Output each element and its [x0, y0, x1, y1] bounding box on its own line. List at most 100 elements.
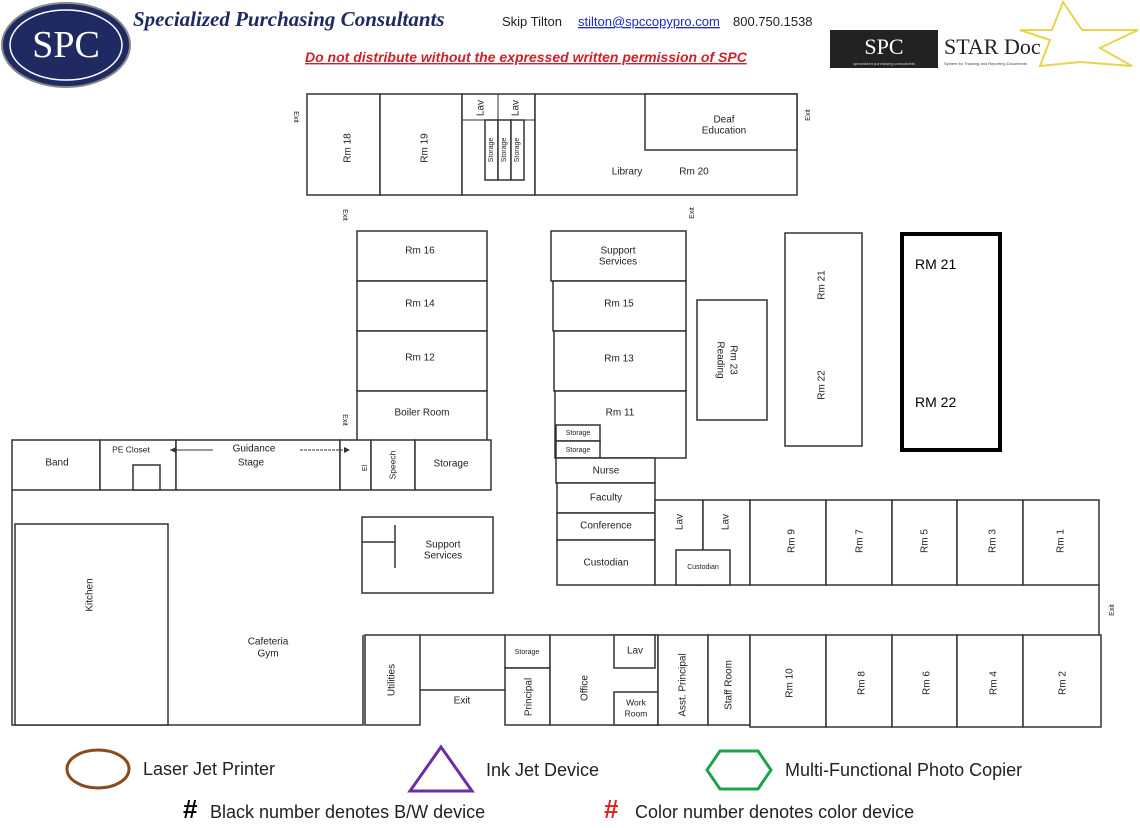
exit-label: Exit: [805, 109, 812, 121]
room-rm-11: Rm 11: [606, 408, 635, 419]
room-lav: Lav: [476, 100, 487, 116]
spc-logo: SPC: [1, 2, 131, 88]
annotation-rm-21: RM 21: [915, 256, 956, 272]
contact-name: Skip Tilton: [502, 14, 562, 29]
exit-label: Exit: [689, 207, 696, 219]
room-band: Band: [45, 458, 68, 469]
room-storage: Storage: [566, 447, 591, 454]
legend-bw: Black number denotes B/W device: [210, 802, 485, 822]
room-utilities: Utilities: [387, 664, 398, 696]
room-reading: Reading: [714, 341, 725, 378]
room-rm-12: Rm 12: [405, 353, 435, 364]
room-custodian-small: Custodian: [687, 564, 719, 571]
room-el: El: [362, 464, 369, 471]
room-storage: Storage: [501, 138, 508, 163]
cafeteria-wing: Kitchen Cafeteria Gym Support Services: [11, 490, 494, 726]
room-rm-15: Rm 15: [604, 299, 634, 310]
room-support-services-line2: Services: [424, 551, 462, 562]
black-hash-icon: #: [183, 794, 198, 824]
legend: Laser Jet Printer Ink Jet Device Multi-F…: [65, 744, 1022, 824]
room-storage: Storage: [514, 138, 521, 163]
room-rm-22: Rm 22: [817, 370, 828, 400]
room-library: Library: [612, 167, 643, 178]
room-storage: Storage: [433, 459, 468, 470]
distribution-warning: Do not distribute without the expressed …: [305, 49, 748, 65]
room-rm-18: Rm 18: [343, 133, 354, 163]
exit-labels: Exit Exit Exit Exit Exit Exit: [292, 109, 1116, 616]
west-wing: Band PE Closet Guidance Stage El Speech …: [11, 439, 492, 491]
svg-text:SPC: SPC: [32, 24, 100, 66]
room-rm-13: Rm 13: [604, 354, 634, 365]
room-custodian: Custodian: [583, 558, 628, 569]
east-wing: Rm 9 Rm 7 Rm 5 Rm 3 Rm 1 Rm 10 Rm 8 Rm 6…: [749, 499, 1102, 728]
room-lav: Lav: [675, 514, 686, 530]
room-lav: Lav: [721, 514, 732, 530]
room-cafeteria: Cafeteria: [248, 637, 289, 648]
email-link[interactable]: stilton@spccopypro.com: [578, 14, 720, 29]
rm21-rm22-annotation-box: RM 21 RM 22: [900, 232, 1002, 452]
inkjet-triangle-icon: [407, 744, 475, 793]
room-principal: Principal: [524, 678, 535, 716]
company-name: Specialized Purchasing Consultants: [133, 7, 445, 31]
room-lav: Lav: [627, 646, 643, 657]
legend-laser: Laser Jet Printer: [143, 759, 275, 779]
exit-label: Exit: [292, 111, 299, 123]
room-deaf-education-line2: Education: [702, 126, 746, 137]
legend-inkjet: Ink Jet Device: [486, 760, 599, 780]
laser-printer-circle-icon: [65, 748, 131, 790]
room-deaf-education: Deaf: [713, 115, 734, 126]
room-rm-3: Rm 3: [988, 529, 999, 553]
exit-label: Exit: [1109, 604, 1116, 616]
room-work-room-line2: Room: [625, 708, 648, 718]
south-wing: Utilities Exit Storage Principal Office …: [364, 634, 751, 726]
exit-label: Exit: [454, 696, 471, 707]
room-rm-5: Rm 5: [920, 529, 931, 553]
room-rm-10: Rm 10: [785, 668, 796, 698]
room-rm-2: Rm 2: [1058, 671, 1069, 695]
room-nurse: Nurse: [593, 466, 620, 477]
room-rm-20: Rm 20: [679, 167, 709, 178]
room-rm-7: Rm 7: [855, 529, 866, 553]
room-rm-1: Rm 1: [1056, 529, 1067, 553]
room-guidance: Guidance: [233, 444, 276, 455]
room-staff-room: Staff Room: [724, 660, 735, 710]
room-storage: Storage: [515, 649, 540, 656]
room-support-services: Support: [425, 540, 460, 551]
room-rm-21: Rm 21: [817, 270, 828, 300]
phone-number: 800.750.1538: [733, 14, 813, 29]
room-lav: Lav: [511, 100, 522, 116]
room-gym: Gym: [257, 649, 278, 660]
room-rm-9: Rm 9: [787, 529, 798, 553]
room-rm-6: Rm 6: [922, 671, 933, 695]
svg-text:specialized purchasing consult: specialized purchasing consultants: [853, 61, 915, 66]
room-rm-14: Rm 14: [405, 299, 435, 310]
room-pe-closet: PE Closet: [112, 444, 150, 454]
middle-right-wing: Support Services Rm 15 Rm 13 Rm 11 Stora…: [550, 230, 863, 586]
room-support-services: Support: [600, 246, 635, 257]
top-wing: Rm 18 Rm 19 Lav Lav Storage Storage Stor…: [306, 93, 798, 196]
legend-mfp: Multi-Functional Photo Copier: [785, 760, 1022, 780]
room-reading-rm-23: Rm 23: [727, 345, 738, 375]
room-rm-8: Rm 8: [857, 671, 868, 695]
room-faculty: Faculty: [590, 493, 622, 504]
copier-hexagon-icon: [705, 749, 773, 791]
svg-text:SPC: SPC: [864, 34, 903, 59]
exit-label: Exit: [341, 209, 348, 221]
room-stage: Stage: [238, 458, 265, 469]
legend-color: Color number denotes color device: [635, 802, 914, 822]
middle-left-wing: Rm 16 Rm 14 Rm 12 Boiler Room: [356, 230, 488, 442]
room-conference: Conference: [580, 521, 632, 532]
room-storage: Storage: [566, 430, 591, 437]
room-work-room: Work: [626, 697, 646, 707]
room-rm-16: Rm 16: [405, 246, 435, 257]
room-rm-19: Rm 19: [420, 133, 431, 163]
color-hash-icon: #: [604, 794, 619, 824]
room-asst-principal: Asst. Principal: [678, 653, 689, 716]
star-doc-logo: SPC specialized purchasing consultants S…: [830, 0, 1139, 68]
room-office: Office: [580, 675, 591, 701]
room-storage: Storage: [488, 138, 495, 163]
room-speech: Speech: [387, 450, 397, 479]
svg-text:STAR Doc: STAR Doc: [944, 34, 1041, 59]
